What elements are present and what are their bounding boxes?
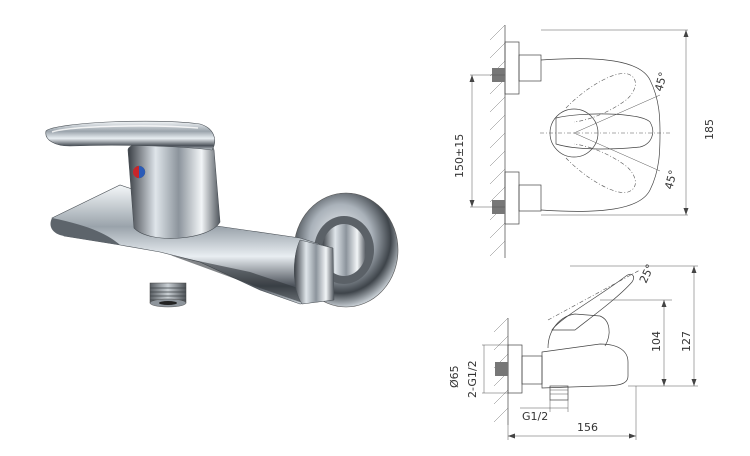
flange-diameter-label: Ø65 bbox=[448, 365, 461, 388]
top-view-drawing: 45° 45° 150±15 185 bbox=[453, 24, 716, 258]
outlet-thread-label: G1/2 bbox=[522, 410, 548, 423]
cartridge-dome bbox=[127, 137, 221, 239]
side-view-drawing: 25° 104 127 Ø65 2-G1/2 G1/2 156 bbox=[448, 262, 698, 440]
depth-label: 156 bbox=[577, 421, 598, 434]
inlet-thread-label: 2-G1/2 bbox=[466, 360, 479, 398]
angle-upper-label: 45° bbox=[652, 71, 670, 93]
outlet-thread-nipple bbox=[149, 282, 187, 308]
height-label: 185 bbox=[703, 119, 716, 140]
product-photo bbox=[45, 120, 399, 308]
total-height-label: 127 bbox=[680, 331, 693, 352]
lever-handle[interactable] bbox=[45, 120, 215, 151]
wall-hatch-top bbox=[489, 24, 506, 258]
outlet-height-label: 104 bbox=[650, 331, 663, 352]
centre-distance-label: 150±15 bbox=[453, 134, 466, 178]
angle-lower-label: 45° bbox=[662, 169, 680, 191]
side-angle-label: 25° bbox=[637, 262, 657, 285]
